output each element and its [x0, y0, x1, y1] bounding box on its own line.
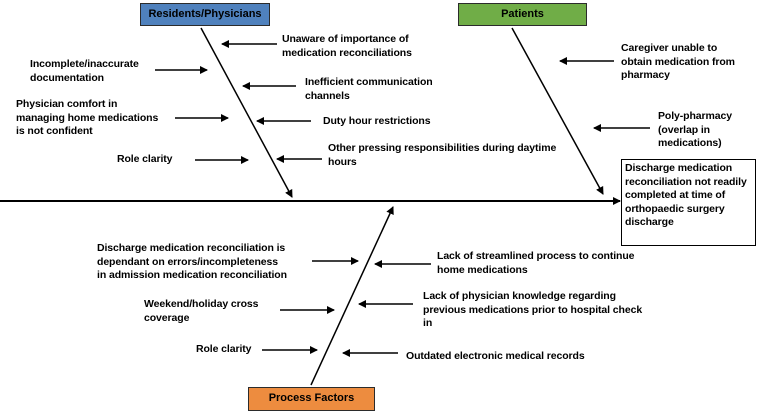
process-bone — [310, 206, 394, 386]
cause-incomplete: Incomplete/inaccurate documentation — [30, 58, 139, 84]
cause-duty: Duty hour restrictions — [323, 115, 431, 127]
cause-dependant: Discharge medication reconciliation is d… — [97, 242, 287, 281]
effect-box: Discharge medication reconciliation not … — [621, 159, 756, 246]
cause-role-process: Role clarity — [196, 343, 252, 355]
cause-comfort: Physician comfort in managing home medic… — [16, 98, 159, 137]
category-process: Process Factors — [248, 387, 375, 411]
cause-streamlined: Lack of streamlined process to continue … — [437, 250, 635, 276]
cause-knowledge: Lack of physician knowledge regarding pr… — [423, 290, 643, 329]
cause-caregiver: Caregiver unable to obtain medication fr… — [621, 42, 735, 81]
cause-pressing: Other pressing responsibilities during d… — [328, 142, 557, 168]
cause-unaware: Unaware of importance of medication reco… — [282, 33, 412, 59]
cause-weekend: Weekend/holiday cross coverage — [144, 298, 259, 324]
cause-polypharmacy: Poly-pharmacy (overlap in medications) — [658, 110, 732, 149]
category-patients: Patients — [458, 3, 587, 26]
cause-role-residents: Role clarity — [117, 153, 173, 165]
cause-emr: Outdated electronic medical records — [406, 350, 585, 362]
cause-inefficient: Inefficient communication channels — [305, 76, 433, 102]
residents-bone — [200, 27, 293, 198]
patients-bone — [511, 27, 604, 195]
effect-text: Discharge medication reconciliation not … — [625, 162, 747, 228]
category-residents: Residents/Physicians — [140, 3, 270, 26]
